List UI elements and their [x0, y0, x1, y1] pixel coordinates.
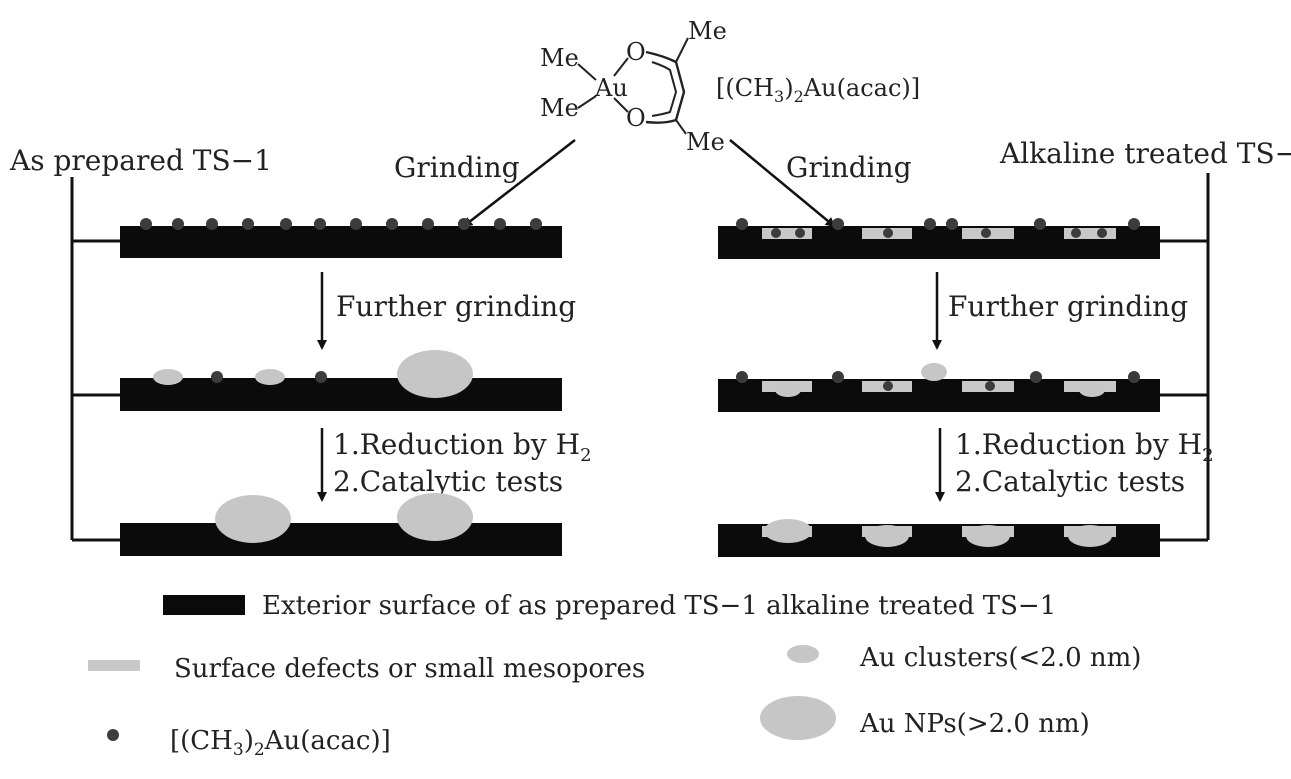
left-precursor-dot — [280, 218, 292, 230]
left-precursor-dot — [140, 218, 152, 230]
left-precursor-dot — [458, 218, 470, 230]
legend-nanoparticle-swatch — [760, 696, 836, 740]
right-au-cluster — [775, 383, 801, 397]
right-au-nanoparticle — [1068, 525, 1112, 547]
left-precursor-dot — [211, 371, 223, 383]
left-precursor-dot — [422, 218, 434, 230]
bond-me-au-bottom — [577, 95, 597, 109]
left-grinding-label: Grinding — [394, 151, 520, 184]
left-step-reduction: 1.Reduction by H2 — [333, 428, 592, 466]
left-precursor-dot — [172, 218, 184, 230]
right-grinding-label: Grinding — [786, 151, 912, 184]
left-surface-bar-1 — [120, 226, 562, 258]
right-precursor-dot — [1128, 371, 1140, 383]
legend-cluster-label: Au clusters(<2.0 nm) — [859, 643, 1141, 673]
right-further-grinding-label: Further grinding — [948, 290, 1188, 323]
right-step-catalytic: 2.Catalytic tests — [955, 465, 1185, 498]
molecule-formula: [(CH3)2Au(acac)] — [716, 74, 920, 106]
right-precursor-dot — [1034, 218, 1046, 230]
legend: Exterior surface of as prepared TS−1 alk… — [88, 591, 1141, 760]
legend-defect-label: Surface defects or small mesopores — [174, 654, 645, 684]
right-precursor-dot — [1128, 218, 1140, 230]
precursor-molecule: Me Me Au O O Me Me [(CH3)2Au(acac)] — [540, 17, 920, 156]
right-precursor-dot — [985, 381, 995, 391]
legend-cluster-swatch — [787, 645, 819, 663]
left-further-grinding-label: Further grinding — [336, 290, 576, 323]
left-precursor-dot — [494, 218, 506, 230]
molecule-o-top: O — [626, 38, 646, 66]
left-precursor-dot — [206, 218, 218, 230]
right-precursor-dot — [1097, 228, 1107, 238]
acac-ring-inner — [651, 61, 678, 117]
left-au-nanoparticle — [397, 350, 473, 398]
right-panel: Alkaline treated TS−1 Grinding Further g… — [718, 137, 1291, 557]
left-precursor-dot — [530, 218, 542, 230]
bond-me-au-top — [577, 63, 597, 81]
molecule-o-bottom: O — [626, 104, 646, 132]
legend-surface-label: Exterior surface of as prepared TS−1 alk… — [262, 591, 1056, 621]
right-precursor-dot — [883, 381, 893, 391]
arrow-grinding-right — [729, 139, 836, 228]
arrow-grinding-left — [462, 139, 576, 228]
right-step-reduction: 1.Reduction by H2 — [955, 428, 1214, 466]
left-au-nanoparticle — [215, 495, 291, 543]
right-au-cluster — [921, 363, 947, 381]
bond-au-o-top — [613, 57, 629, 77]
left-precursor-dot — [242, 218, 254, 230]
left-precursor-dot — [350, 218, 362, 230]
left-au-cluster — [153, 369, 183, 385]
legend-precursor-label: [(CH3)2Au(acac)] — [170, 726, 391, 760]
legend-surface-swatch — [163, 595, 245, 615]
right-au-cluster — [1079, 383, 1105, 397]
right-surface-defect — [762, 228, 812, 239]
right-au-nanoparticle — [966, 525, 1010, 547]
legend-precursor-swatch — [107, 729, 119, 741]
right-au-nanoparticle — [764, 519, 812, 543]
molecule-me-top-left: Me — [540, 44, 579, 72]
molecule-me-bottom-left: Me — [540, 94, 579, 122]
bond-c-me-top — [675, 37, 689, 63]
right-precursor-dot — [832, 218, 844, 230]
left-panel: As prepared TS−1 Grinding Further grindi… — [9, 144, 592, 556]
left-precursor-dot — [386, 218, 398, 230]
left-step-catalytic: 2.Catalytic tests — [333, 465, 563, 498]
right-precursor-dot — [1030, 371, 1042, 383]
legend-defect-swatch — [88, 660, 140, 671]
right-precursor-dot — [883, 228, 893, 238]
molecule-me-bottom-right: Me — [686, 128, 725, 156]
right-surface-defect — [1064, 228, 1116, 239]
right-precursor-dot — [1071, 228, 1081, 238]
left-au-cluster — [255, 369, 285, 385]
left-title: As prepared TS−1 — [9, 144, 272, 177]
legend-nanoparticle-label: Au NPs(>2.0 nm) — [859, 709, 1090, 739]
left-surface-bar-3 — [120, 523, 562, 556]
bond-au-o-bottom — [613, 97, 629, 113]
right-au-nanoparticle — [865, 525, 909, 547]
right-precursor-dot — [795, 228, 805, 238]
left-au-nanoparticle — [397, 493, 473, 541]
left-precursor-dot — [314, 218, 326, 230]
bond-c-me-bottom — [675, 119, 687, 135]
left-surface-bar-2 — [120, 378, 562, 411]
right-precursor-dot — [946, 218, 958, 230]
molecule-au-atom: Au — [594, 74, 628, 102]
right-precursor-dot — [981, 228, 991, 238]
acac-ring-outer — [645, 50, 686, 124]
right-precursor-dot — [771, 228, 781, 238]
molecule-me-top-right: Me — [688, 17, 727, 45]
right-precursor-dot — [736, 371, 748, 383]
right-precursor-dot — [736, 218, 748, 230]
right-precursor-dot — [832, 371, 844, 383]
right-precursor-dot — [924, 218, 936, 230]
left-precursor-dot — [315, 371, 327, 383]
right-title: Alkaline treated TS−1 — [999, 137, 1291, 170]
